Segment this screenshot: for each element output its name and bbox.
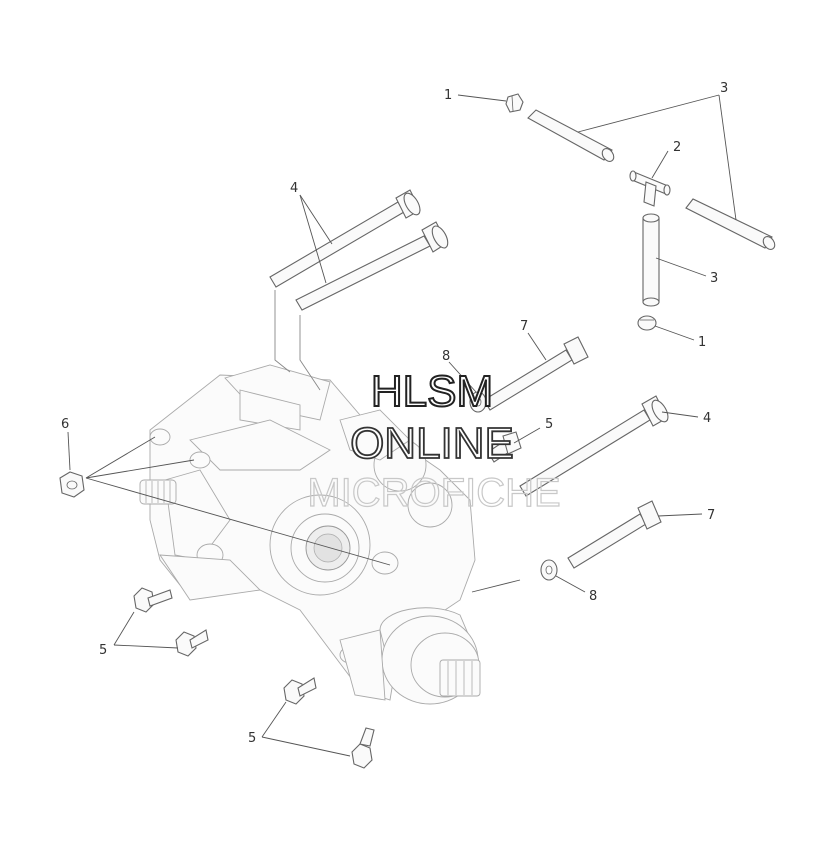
long-bolt-upper-a	[269, 189, 421, 288]
watermark-line-2: ONLINE	[350, 419, 514, 468]
bolt-bottom-upper	[283, 677, 317, 705]
watermark-line-3: MICROFICHE	[307, 471, 560, 515]
washer-bottom	[540, 559, 558, 581]
callout-7-bottom: 7	[707, 508, 715, 523]
callout-labels: 1 1 2 3 3 4 4 5 5 5 6 7 7 8 8	[61, 81, 728, 746]
transmission-housing	[139, 290, 481, 705]
hose-right	[685, 198, 776, 250]
watermark-line-1: HLSM	[371, 367, 493, 416]
hex-nut	[59, 471, 85, 498]
bolt-bottom-lower	[351, 727, 375, 769]
callout-1-bottom: 1	[698, 335, 706, 350]
hose-clamp-top	[505, 93, 524, 113]
leader-lines	[67, 94, 737, 757]
callout-5-left: 5	[99, 643, 107, 658]
hose-vertical	[642, 213, 660, 307]
callout-1-top: 1	[444, 88, 452, 103]
callout-6: 6	[61, 417, 69, 432]
bolt-center	[487, 431, 522, 463]
bolt-left-upper	[133, 587, 173, 613]
long-bolt-upper-b	[295, 221, 449, 311]
callout-4-right: 4	[703, 411, 711, 426]
long-bolt-right	[519, 395, 669, 497]
callout-8-bottom: 8	[589, 589, 597, 604]
washer-top	[469, 391, 487, 413]
bolt-seven-lower	[567, 500, 662, 569]
callout-8-top: 8	[442, 349, 450, 364]
callout-2: 2	[673, 140, 681, 155]
tee-fitting	[629, 170, 671, 207]
hose-top	[527, 109, 615, 162]
watermark: HLSM ONLINE MICROFICHE	[307, 366, 562, 516]
callout-5-center: 5	[545, 417, 553, 432]
hose-clamp-bottom	[637, 315, 657, 331]
callout-4-top: 4	[290, 181, 298, 196]
callout-5-bottom: 5	[248, 731, 256, 746]
callout-3-mid: 3	[710, 271, 718, 286]
callout-3-top: 3	[720, 81, 728, 96]
bolt-left-lower	[175, 629, 209, 657]
callout-7-top: 7	[520, 319, 528, 334]
bolt-seven-upper	[483, 336, 589, 411]
